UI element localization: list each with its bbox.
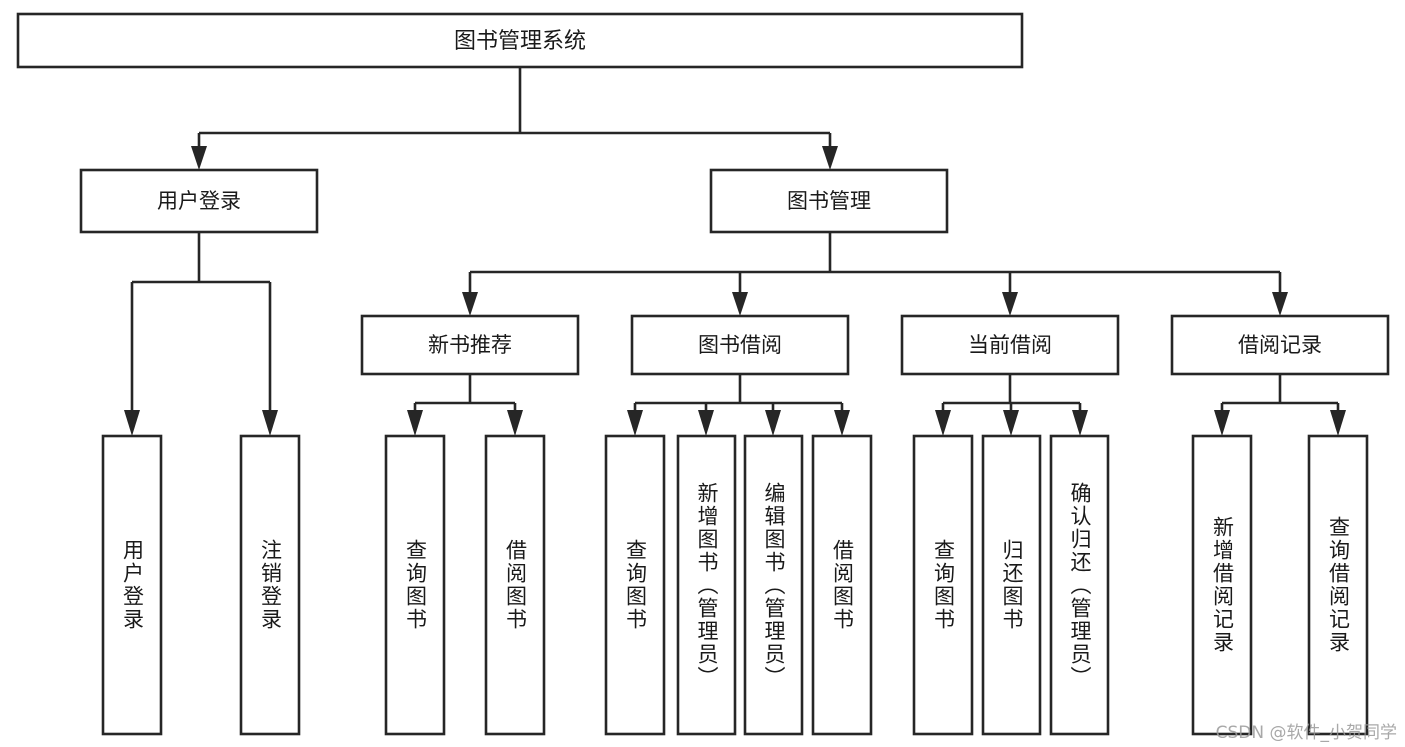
node-book-borrow-box[interactable] xyxy=(630,314,850,376)
arrow-book-management xyxy=(822,146,838,170)
node-current-borrow-box[interactable] xyxy=(900,314,1120,376)
arrow-leaf-return-book xyxy=(1003,410,1019,436)
node-current-borrow-label: 当前借阅 xyxy=(968,333,1052,357)
node-leaf-query-book-1-box[interactable] xyxy=(384,434,446,736)
node-new-book-recommend-box[interactable] xyxy=(360,314,580,376)
arrow-leaf-query-book-3 xyxy=(935,410,951,436)
csdn-watermark: CSDN @软件_小贺同学 xyxy=(1215,723,1397,743)
node-borrow-record[interactable]: 借阅记录 xyxy=(1170,314,1390,376)
arrow-leaf-logout xyxy=(262,410,278,436)
node-leaf-add-record-box[interactable] xyxy=(1191,434,1253,736)
node-user-login[interactable]: 用户登录 xyxy=(79,168,319,234)
node-book-management-box[interactable] xyxy=(709,168,949,234)
arrow-leaf-edit-book xyxy=(765,410,781,436)
node-leaf-add-book-box[interactable] xyxy=(676,434,737,736)
arrow-leaf-query-record xyxy=(1330,410,1346,436)
arrow-current-borrow xyxy=(1002,292,1018,316)
node-leaf-query-record-box[interactable] xyxy=(1307,434,1369,736)
arrow-leaf-confirm-return xyxy=(1072,410,1088,436)
arrow-leaf-add-book xyxy=(698,410,714,436)
node-root[interactable]: 图书管理系统 xyxy=(16,12,1024,69)
node-book-borrow-label: 图书借阅 xyxy=(698,333,782,357)
arrow-leaf-borrow-book-2 xyxy=(834,410,850,436)
node-leaf-borrow-book-2-box[interactable] xyxy=(811,434,873,736)
node-leaf-query-book-3-box[interactable] xyxy=(912,434,974,736)
node-book-management-label: 图书管理 xyxy=(787,189,871,213)
arrow-book-borrow xyxy=(732,292,748,316)
node-leaf-logout-box[interactable] xyxy=(239,434,301,736)
arrow-leaf-query-book-1 xyxy=(407,410,423,436)
arrow-leaf-borrow-book-1 xyxy=(507,410,523,436)
node-book-management[interactable]: 图书管理 xyxy=(709,168,949,234)
node-current-borrow[interactable]: 当前借阅 xyxy=(900,314,1120,376)
arrow-leaf-user-login xyxy=(124,410,140,436)
arrow-new-book-recommend xyxy=(462,292,478,316)
node-leaf-user-login-box[interactable] xyxy=(101,434,163,736)
node-new-book-recommend-label: 新书推荐 xyxy=(428,333,512,357)
node-leaf-borrow-book-1-box[interactable] xyxy=(484,434,546,736)
node-book-borrow[interactable]: 图书借阅 xyxy=(630,314,850,376)
arrow-borrow-record xyxy=(1272,292,1288,316)
node-leaf-return-book-box[interactable] xyxy=(981,434,1042,736)
arrow-leaf-add-record xyxy=(1214,410,1230,436)
arrow-user-login xyxy=(191,146,207,170)
node-leaf-query-book-2-box[interactable] xyxy=(604,434,666,736)
node-borrow-record-box[interactable] xyxy=(1170,314,1390,376)
arrow-leaf-query-book-2 xyxy=(627,410,643,436)
node-leaf-confirm-return-box[interactable] xyxy=(1049,434,1110,736)
node-root-label: 图书管理系统 xyxy=(454,29,586,54)
node-user-login-label: 用户登录 xyxy=(157,189,241,213)
node-user-login-box[interactable] xyxy=(79,168,319,234)
node-root-box[interactable] xyxy=(16,12,1024,69)
node-new-book-recommend[interactable]: 新书推荐 xyxy=(360,314,580,376)
node-leaf-edit-book-box[interactable] xyxy=(743,434,804,736)
connector-layer xyxy=(124,67,1346,436)
node-borrow-record-label: 借阅记录 xyxy=(1238,333,1322,357)
